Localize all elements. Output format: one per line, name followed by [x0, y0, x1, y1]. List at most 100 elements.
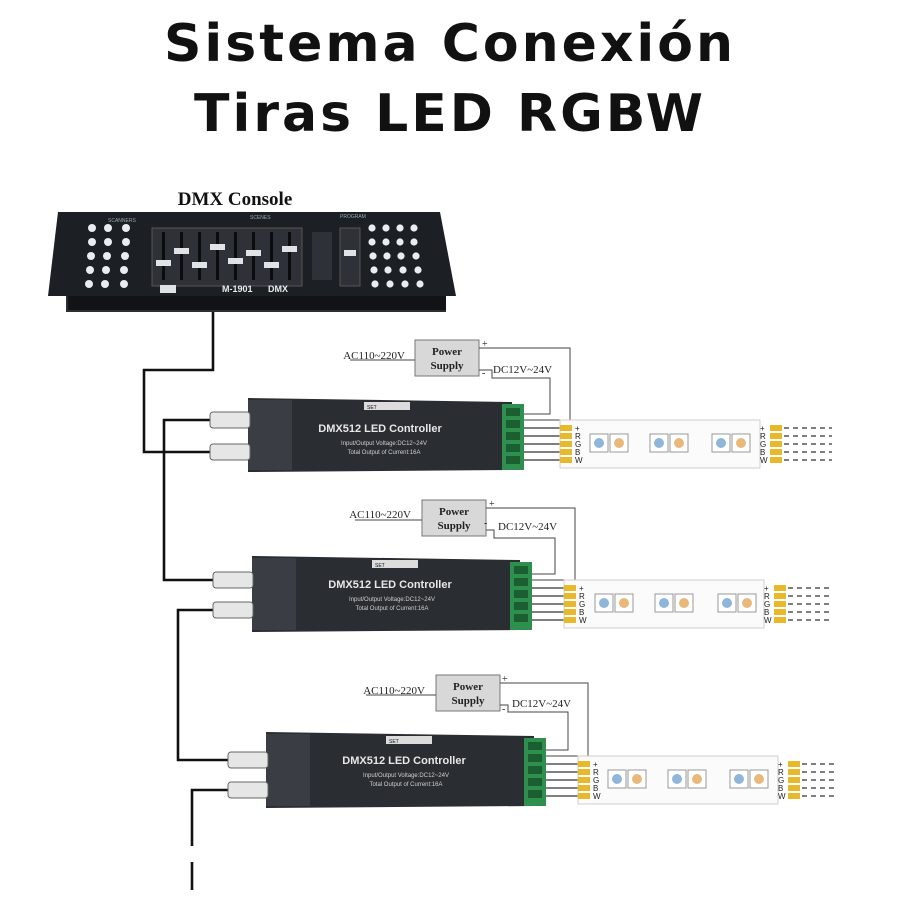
console-master-faders: [339, 227, 361, 287]
led-chips: [607, 769, 769, 789]
ac-input-label: AC110~220V: [349, 509, 411, 521]
plus-sign: +: [502, 674, 508, 685]
led-strip-2: +RGBW +RGBW: [532, 579, 832, 629]
power-supply-3: Power Supply AC110~220V + - DC12V~24V: [363, 674, 589, 757]
dc-output-label: DC12V~24V: [498, 521, 557, 533]
set-label: SET: [375, 563, 385, 569]
pin-label: G: [575, 440, 581, 449]
console-model: DMX: [268, 284, 288, 294]
console-brand: M-1901: [222, 284, 253, 294]
power-supply-label: Power: [453, 681, 483, 693]
pin-label: +: [579, 584, 584, 593]
controller-spec-voltage: Input/Output Voltage:DC12~24V: [349, 597, 435, 603]
pin-label: W: [579, 616, 587, 625]
console-top-label-program: PROGRAM: [340, 214, 366, 220]
console-left-buttons: [85, 224, 130, 288]
pin-label: +: [778, 760, 783, 769]
dmx-in-connector: [212, 571, 254, 589]
controller-spec-current: Total Output of Current:16A: [347, 450, 420, 456]
dmx-console: DMX Console SCANNERS SCENES PROGRAM M-19…: [48, 189, 456, 312]
pin-label: B: [579, 608, 584, 617]
dmx-out-connector: [209, 443, 251, 461]
power-supply-2: Power Supply AC110~220V + - DC12V~24V: [349, 499, 576, 581]
controller-spec-current: Total Output of Current:16A: [369, 782, 442, 788]
pin-label: B: [760, 448, 765, 457]
controller-spec-current: Total Output of Current:16A: [355, 606, 428, 612]
dmx-in-connector: [209, 411, 251, 429]
unit-1: Power Supply AC110~220V + - DC12V~24V SE…: [209, 339, 832, 472]
controller-title: DMX512 LED Controller: [328, 579, 452, 591]
dmx-signal-cable: [142, 312, 228, 890]
pin-label: G: [579, 600, 585, 609]
dmx-out-connector: [212, 601, 254, 619]
power-supply-box: [414, 339, 480, 377]
title-line-1: Sistema Conexión: [163, 14, 736, 74]
pin-label: R: [778, 768, 784, 777]
pin-label: R: [579, 592, 585, 601]
dmx-out-connector: [227, 781, 269, 799]
power-supply-label: Power: [432, 346, 462, 358]
unit-2: Power Supply AC110~220V + - DC12V~24V SE…: [212, 499, 832, 632]
pin-label: +: [760, 424, 765, 433]
pin-label: +: [593, 760, 598, 769]
dmx-controller-2: SET DMX512 LED Controller Input/Output V…: [212, 556, 532, 632]
console-label: DMX Console: [178, 189, 293, 210]
power-supply-1: Power Supply AC110~220V + - DC12V~24V: [343, 339, 571, 421]
controller-spec-voltage: Input/Output Voltage:DC12~24V: [341, 441, 427, 447]
set-label: SET: [389, 739, 399, 745]
led-chips: [589, 433, 751, 453]
dmx-in-connector: [227, 751, 269, 769]
pin-label: +: [764, 584, 769, 593]
console-right-buttons: [368, 224, 424, 288]
pin-label: R: [593, 768, 599, 777]
controller-body: [252, 556, 520, 632]
ac-input-label: AC110~220V: [343, 350, 405, 362]
pin-label: B: [575, 448, 580, 457]
pin-label: G: [760, 440, 766, 449]
pin-label: W: [593, 792, 601, 801]
console-top-label-scenes: SCENES: [250, 215, 271, 221]
minus-sign: -: [482, 368, 485, 379]
controller-title: DMX512 LED Controller: [342, 755, 466, 767]
pin-label: G: [593, 776, 599, 785]
console-faders: [156, 232, 297, 280]
pin-label: R: [575, 432, 581, 441]
dc-output-label: DC12V~24V: [493, 364, 552, 376]
controller-title: DMX512 LED Controller: [318, 423, 442, 435]
pin-label: W: [760, 456, 768, 465]
ac-input-label: AC110~220V: [363, 685, 425, 697]
minus-sign: -: [502, 704, 505, 715]
led-strip-1: +RGBW +RGBW: [524, 419, 832, 469]
pin-label: R: [760, 432, 766, 441]
unit-3: Power Supply AC110~220V + - DC12V~24V SE…: [227, 674, 834, 808]
controller-body: [266, 732, 534, 808]
console-top-label-scanners: SCANNERS: [108, 218, 136, 224]
pin-label: R: [764, 592, 770, 601]
console-fader-panel: [151, 227, 303, 287]
pin-label: B: [764, 608, 769, 617]
power-supply-label-2: Supply: [437, 520, 471, 532]
set-label: SET: [367, 405, 377, 411]
controller-body: [248, 398, 512, 472]
pin-label: W: [778, 792, 786, 801]
pin-label: G: [778, 776, 784, 785]
pin-label: W: [764, 616, 772, 625]
led-strip-3: +RGBW +RGBW: [546, 755, 834, 805]
dmx-controller-1: SET DMX512 LED Controller Input/Output V…: [209, 398, 524, 472]
pin-label: B: [593, 784, 598, 793]
minus-sign: -: [484, 518, 487, 529]
power-supply-box: [421, 499, 487, 537]
pin-label: W: [575, 456, 583, 465]
console-logo-badge: [160, 285, 176, 293]
plus-sign: +: [489, 499, 495, 510]
dc-output-label: DC12V~24V: [512, 698, 571, 710]
pin-label: B: [778, 784, 783, 793]
power-supply-label-2: Supply: [430, 360, 464, 372]
power-supply-label: Power: [439, 506, 469, 518]
pin-label: G: [764, 600, 770, 609]
pin-label: +: [575, 424, 580, 433]
controller-spec-voltage: Input/Output Voltage:DC12~24V: [363, 773, 449, 779]
led-chips: [594, 593, 757, 613]
plus-sign: +: [482, 339, 488, 350]
